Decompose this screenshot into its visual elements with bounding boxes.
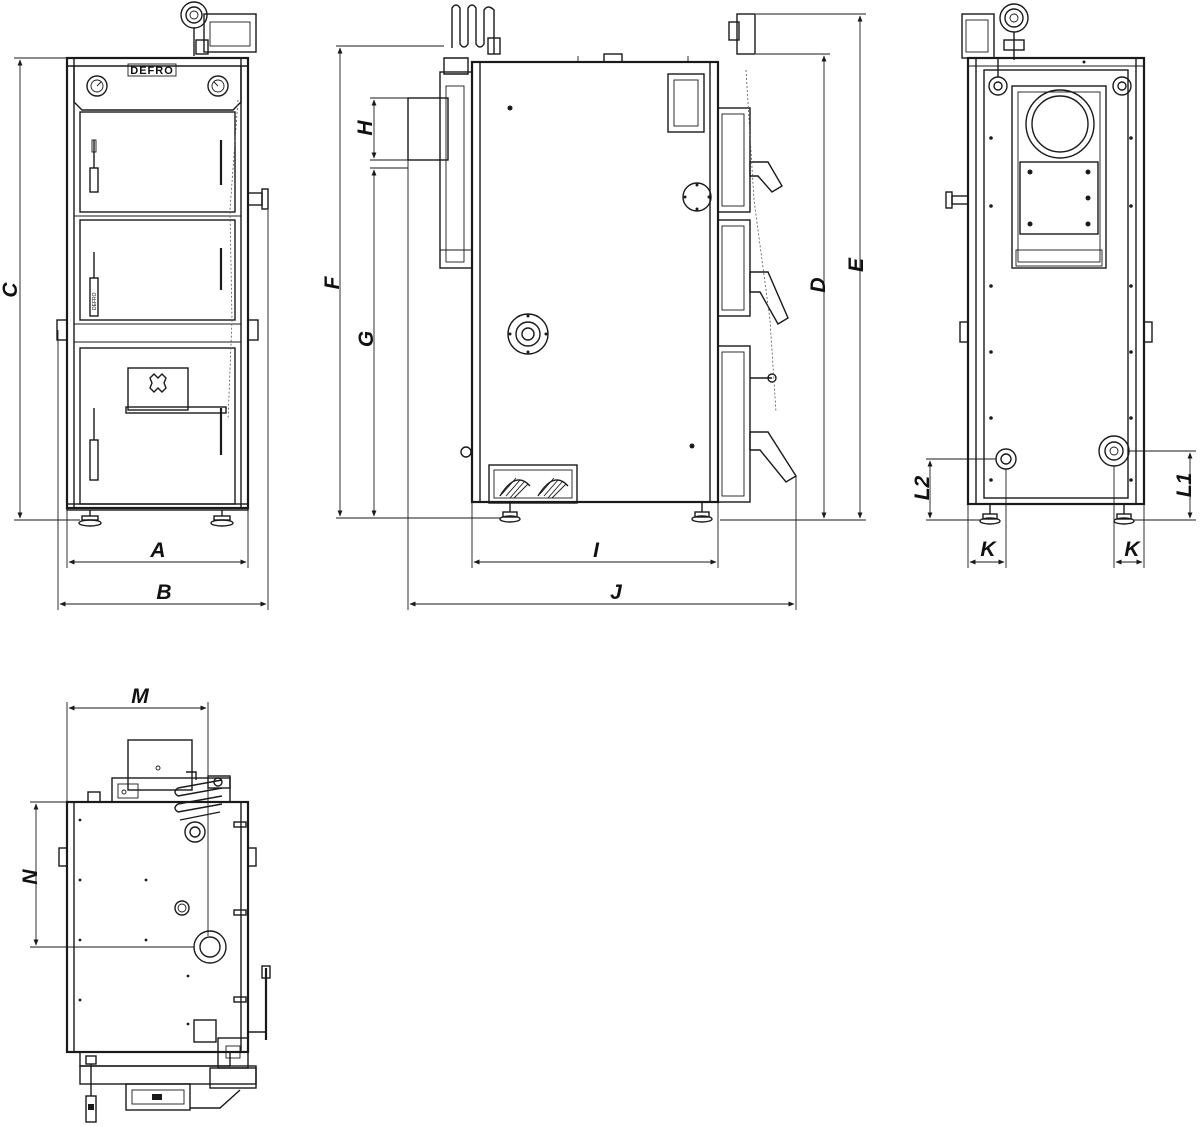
coil-icon — [174, 771, 231, 821]
dimension-label-l2: L2 — [911, 475, 934, 500]
rear-view: L2 L1 K K — [911, 3, 1196, 568]
pipe-connector-icon — [988, 58, 1008, 96]
dimension-label-h: H — [354, 120, 377, 136]
pipe-connector-icon — [1112, 76, 1132, 96]
dimension-label-d: D — [807, 277, 830, 292]
dimension-label-f: F — [321, 275, 344, 289]
dimension-label-l1: L1 — [1173, 473, 1196, 498]
adjustable-foot — [979, 504, 1001, 525]
adjustable-foot — [499, 502, 521, 523]
door-handle: DEFRO — [89, 252, 99, 317]
drain-valve-icon — [507, 313, 549, 355]
brand-logo: DEFRO — [130, 65, 174, 77]
door-profile — [717, 107, 783, 213]
coil-icon — [443, 4, 501, 75]
door-handle — [89, 408, 99, 481]
dimension-label-c: C — [0, 282, 22, 298]
svg-text:DEFRO: DEFRO — [92, 292, 98, 310]
gauge-icon — [86, 75, 108, 97]
dimension-label-i: I — [593, 539, 600, 562]
adjustable-foot — [691, 502, 713, 523]
dimension-label-b: B — [156, 581, 171, 604]
supply-connector-icon — [1098, 435, 1130, 467]
front-view: DEFRO DEFRO — [0, 1, 269, 610]
return-connector-icon — [995, 448, 1017, 470]
flue-outlet — [193, 930, 227, 964]
adjustable-foot — [78, 510, 102, 527]
dimension-label-g: G — [355, 331, 378, 347]
thermometer-icon — [207, 75, 229, 97]
pipe-connector-icon — [184, 821, 206, 843]
dimension-label-m: M — [131, 685, 149, 708]
door-handle — [85, 1055, 97, 1123]
adjustable-foot — [210, 510, 234, 527]
flange-icon — [682, 182, 712, 212]
adjustable-foot — [1113, 504, 1135, 525]
dimension-label-j: J — [610, 581, 623, 604]
top-view: M N — [19, 685, 271, 1123]
pipe-connector-icon — [174, 900, 190, 916]
side-view: H G F D E I J — [321, 4, 868, 610]
door-profile — [717, 345, 797, 503]
dimension-label-a: A — [149, 539, 165, 562]
flue-outlet — [1025, 89, 1095, 159]
dimension-label-k-right: K — [1124, 538, 1141, 561]
dimension-label-e: E — [845, 257, 868, 272]
dimension-label-k-left: K — [980, 538, 997, 561]
door-handle — [89, 139, 99, 193]
door-profile — [717, 219, 789, 325]
dimension-label-n: N — [19, 869, 42, 885]
